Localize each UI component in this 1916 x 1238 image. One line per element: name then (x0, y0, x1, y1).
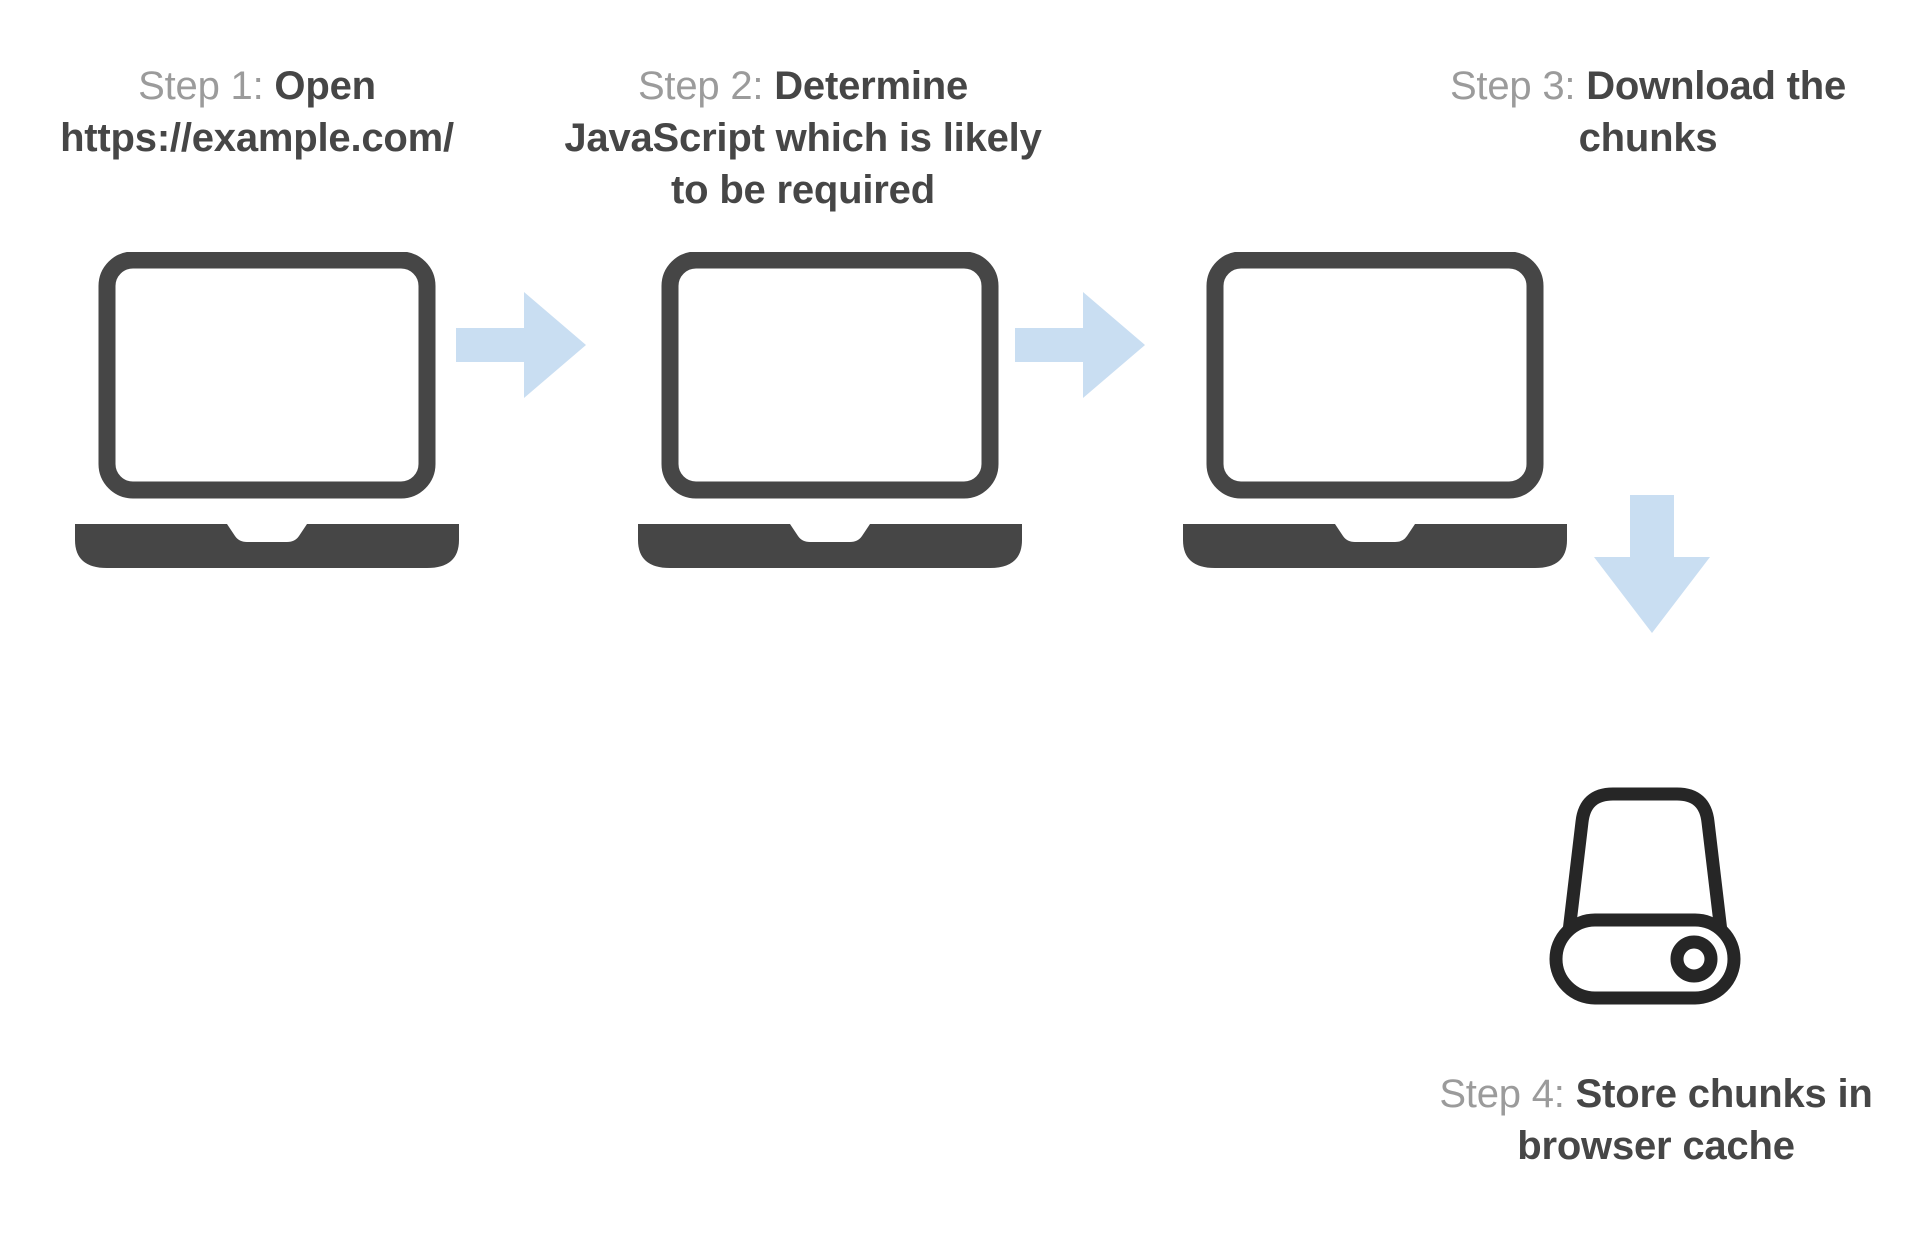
laptop-icon (1175, 252, 1575, 582)
step-3-emphasis: Download the chunks (1578, 64, 1847, 160)
storage-drive-icon (1520, 780, 1770, 1010)
step-1-emphasis: Open https://example.com/ (60, 64, 454, 160)
step-3-lead: Step 3: (1449, 64, 1587, 108)
laptop-icon (67, 252, 467, 582)
step-2-lead: Step 2: (637, 64, 775, 108)
arrow-right-icon (1015, 290, 1145, 400)
step-4-lead: Step 4: (1439, 1072, 1576, 1116)
step-1-lead: Step 1: (138, 64, 275, 108)
laptop-icon (630, 252, 1030, 582)
step-3-caption: Step 3: Download the chunks (1398, 60, 1898, 164)
step-4-emphasis: Store chunks in browser cache (1517, 1072, 1873, 1168)
arrow-down-icon (1592, 495, 1712, 635)
step-2-emphasis: Determine JavaScript which is likely to … (564, 64, 1042, 212)
step-2-caption: Step 2: Determine JavaScript which is li… (548, 60, 1058, 216)
step-1-caption: Step 1: Open https://example.com/ (18, 60, 496, 164)
arrow-right-icon (456, 290, 586, 400)
step-4-caption: Step 4: Store chunks in browser cache (1410, 1068, 1902, 1172)
